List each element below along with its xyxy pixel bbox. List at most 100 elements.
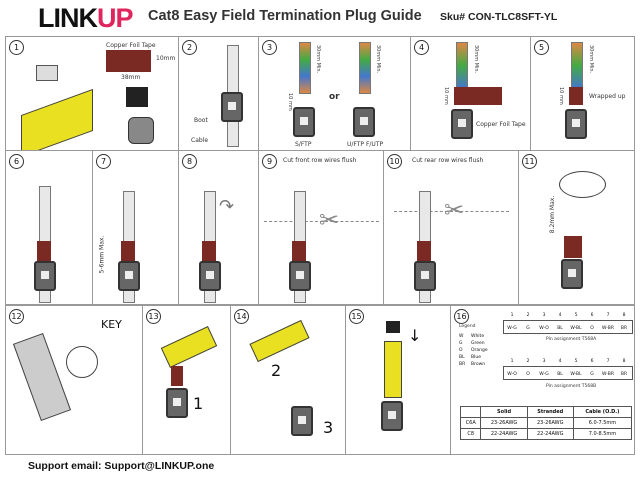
min-length-label: 30mm Min. [473,45,479,74]
boot [293,107,315,137]
logo-text: LINK [38,3,98,33]
length-label: 10 mm [558,87,564,105]
boot-part [126,87,148,107]
max-length-label: 8.2mm Max. [549,195,557,234]
spec-cell [459,406,482,418]
boot [221,92,243,122]
spec-cell: 23-26AWG [480,417,528,429]
step-number: 6 [9,154,24,169]
max-length-label: 5-6mm Max. [98,235,106,274]
step-number: 5 [534,40,549,55]
arrow-down-icon: ↓ [408,326,422,345]
step-number: 3 [262,40,277,55]
step-number: 12 [9,309,24,324]
cap-part [386,321,400,333]
copper-foil-label: Copper Foil Tape [476,121,526,128]
step-6-panel: 6 [5,150,93,305]
or-label: or [329,92,340,102]
page-title: Cat8 Easy Field Termination Plug Guide [148,8,422,24]
boot [414,261,436,291]
wrapped-label: Wrapped up [589,93,626,100]
copper-foil-tape [417,241,431,261]
step-number: 15 [349,309,364,324]
twisted-pairs [571,42,583,89]
min-length-label: 30mm Min. [588,45,594,74]
boot [565,109,587,139]
sftp-label: S/FTP [295,141,312,148]
load-bar [36,65,58,81]
min-length-label: 30mm Min. [375,45,381,74]
step-number: 7 [96,154,111,169]
uftp-label: U/FTP F/UTP [347,141,384,148]
step-15-panel: 15 ↓ [345,305,451,455]
step-number: 4 [414,40,429,55]
step-10-panel: 10 Cut rear row wires flush ✂ [383,150,519,305]
boot [451,109,473,139]
pin-number: 4 [558,359,562,364]
t568b-caption: Pin assignment T568B [546,384,597,389]
spec-cell: 23-26AWG [526,417,574,429]
twisted-pairs [359,42,371,94]
spec-cell: C8 [459,428,482,440]
step-number: 16 [454,309,469,324]
key-label: KEY [101,318,122,331]
step-9-panel: 9 Cut front row wires flush ✂ [258,150,384,305]
detail-magnifier [66,346,98,378]
boot [199,261,221,291]
step-number: 8 [182,154,197,169]
step-number: 9 [262,154,277,169]
boot [291,406,313,436]
legend-title: Legend [459,324,476,329]
pliers-icon: ✂ [319,206,340,234]
cut-line [394,211,509,212]
pin-number: 8 [622,313,626,318]
pin-number: 7 [606,359,610,364]
cut-line [264,221,379,222]
spec-cell: Stranded [526,406,574,418]
logo-accent: UP [97,3,134,33]
step-number: 14 [234,309,249,324]
plug-body [12,333,72,421]
copper-foil-tape [202,241,216,261]
pin-number: 3 [542,359,546,364]
t568a-caption: Pin assignment T568A [546,337,597,342]
spec-cell: 22-24AWG [480,428,528,440]
support-email: Support email: Support@LINKUP.one [28,460,215,472]
linkup-logo: LINKUP [38,3,134,34]
step-number: 13 [146,309,161,324]
instruction-label: Cut front row wires flush [283,157,357,164]
plug-body [21,88,93,150]
copper-foil-tape [171,366,183,386]
spec-cell: Solid [480,406,528,418]
step-marker: 3 [323,418,334,437]
boot [561,259,583,289]
bend-arrow-icon: ↷ [219,196,235,217]
cable-label: Cable [191,137,209,144]
step-4-panel: 4 30mm Min. Copper Foil Tape 10 mm [410,36,531,151]
pin-number: 1 [510,313,514,318]
pin-number: 2 [526,313,530,318]
boot [381,401,403,431]
step-3-panel: 3 30mm Min. 30mm Min. 10 mm S/FTP or U/F… [258,36,411,151]
spec-cell: C6A [459,417,482,429]
step-14-panel: 14 2 3 [230,305,346,455]
boot [34,261,56,291]
twisted-pairs [299,42,311,94]
pin-number: 3 [542,313,546,318]
